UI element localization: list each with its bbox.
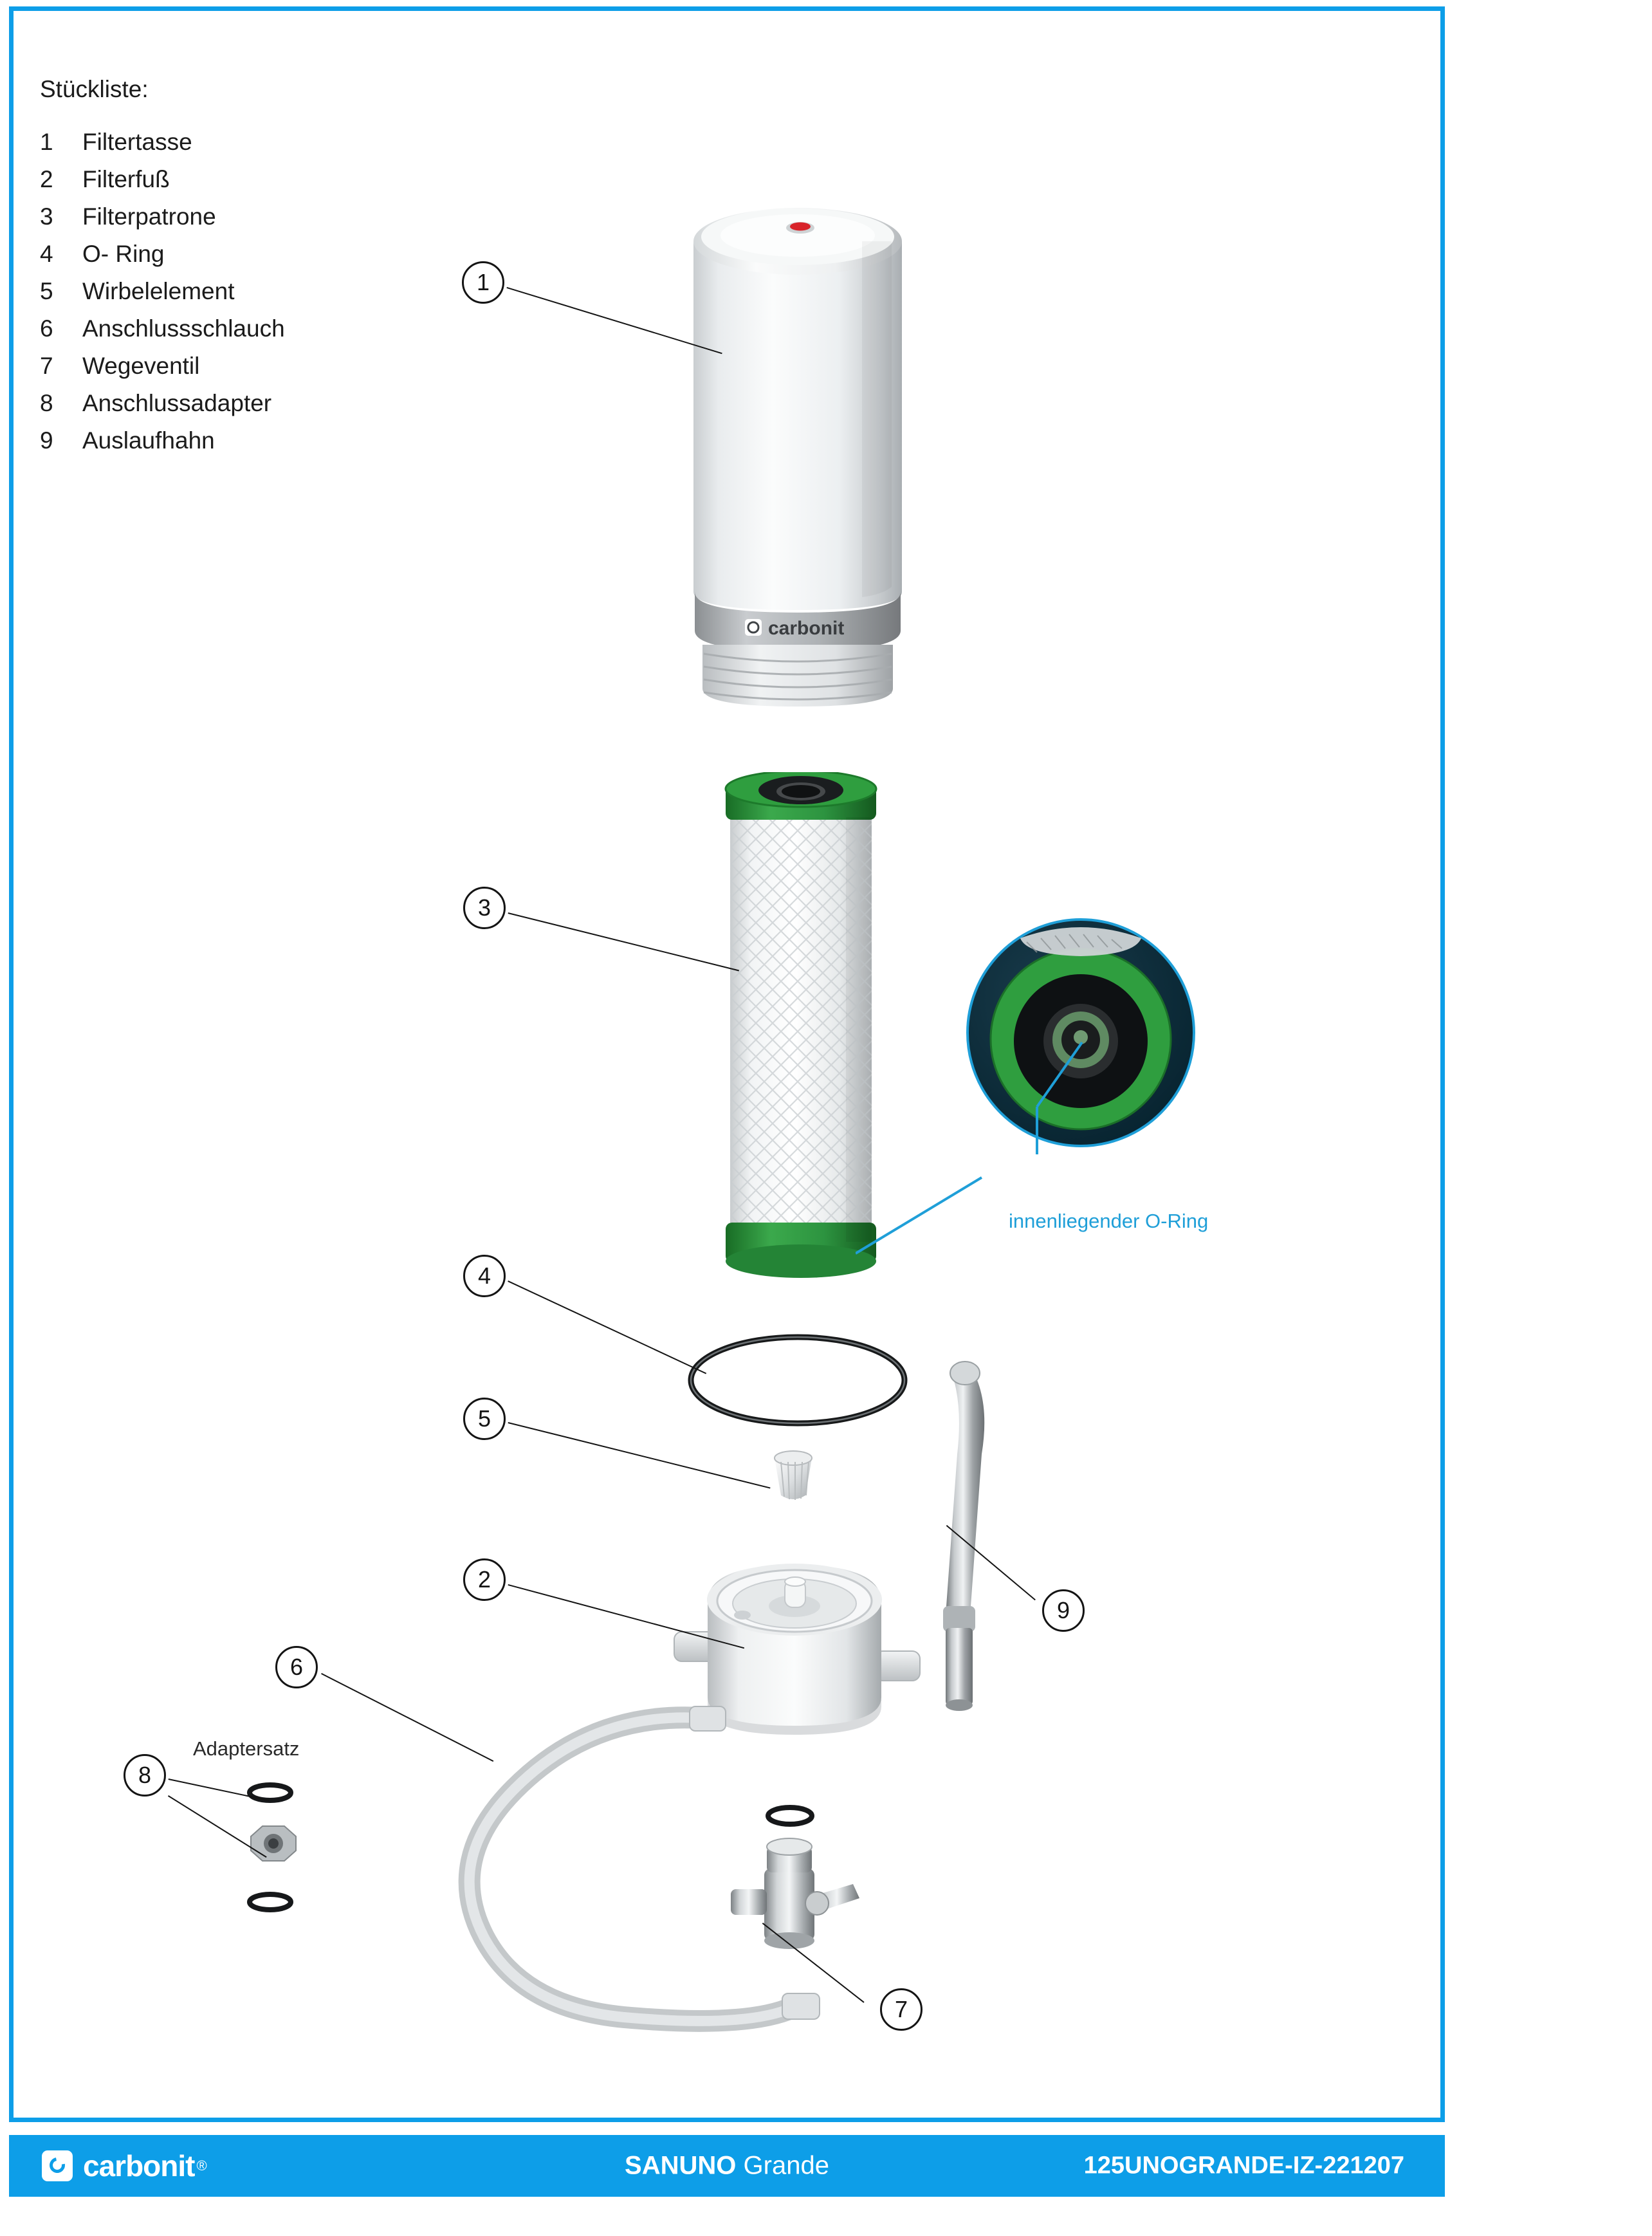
- footer-logo: carbonit ®: [42, 2148, 207, 2183]
- filter-base-illustration: [674, 1564, 921, 1735]
- part-label: Filterpatrone: [82, 203, 216, 230]
- part-label: Anschlussadapter: [82, 390, 272, 416]
- part-label: Auslaufhahn: [82, 427, 215, 454]
- part-label: Filterfuß: [82, 166, 170, 192]
- callout-4[interactable]: 4: [463, 1255, 506, 1297]
- part-number: 1: [40, 129, 53, 155]
- list-item: 9 Auslaufhahn: [40, 429, 439, 452]
- callout-8[interactable]: 8: [124, 1754, 166, 1797]
- part-label: Filtertasse: [82, 129, 192, 155]
- part-number: 6: [40, 315, 53, 342]
- callout-2[interactable]: 2: [463, 1558, 506, 1601]
- callout-6[interactable]: 6: [275, 1646, 318, 1688]
- list-item: 4 O- Ring: [40, 242, 439, 266]
- part-label: O- Ring: [82, 241, 165, 267]
- part-label: Wirbelelement: [82, 278, 235, 304]
- footer-model-name: SANUNO Grande: [625, 2152, 829, 2181]
- oring-note-label: innenliegender O-Ring: [1009, 1210, 1209, 1232]
- part-number: 2: [40, 166, 53, 192]
- parts-list-title: Stückliste:: [40, 76, 149, 102]
- part-label: Wegeventil: [82, 353, 200, 379]
- detail-connector-line: [856, 1176, 983, 1255]
- carbonit-logo-icon: [42, 2150, 73, 2181]
- swirl-element-illustration: [774, 1450, 812, 1500]
- list-item: 1 Filtertasse: [40, 130, 439, 154]
- callout-9[interactable]: 9: [1042, 1589, 1085, 1632]
- list-item: 2 Filterfuß: [40, 167, 439, 191]
- adapter-set-label: Adaptersatz: [193, 1737, 300, 1760]
- callout-5[interactable]: 5: [463, 1398, 506, 1440]
- o-ring-illustration: [688, 1334, 908, 1427]
- list-item: 3 Filterpatrone: [40, 205, 439, 228]
- list-item: 8 Anschlussadapter: [40, 391, 439, 415]
- callout-3[interactable]: 3: [463, 887, 506, 929]
- oring-detail-illustration: [966, 918, 1195, 1154]
- part-number: 8: [40, 390, 53, 416]
- part-number: 4: [40, 241, 53, 267]
- filter-cartridge-illustration: [724, 772, 877, 1278]
- part-number: 5: [40, 278, 53, 304]
- list-item: 7 Wegeventil: [40, 354, 439, 378]
- parts-list: Stückliste: 1 Filtertasse 2 Filterfuß 3 …: [40, 76, 439, 466]
- faucet-illustration: [943, 1361, 985, 1711]
- filter-housing-illustration: carbonit: [693, 208, 902, 707]
- footer-model-bold: SANUNO: [625, 2151, 737, 2180]
- svg-text:carbonit: carbonit: [768, 618, 844, 639]
- list-item: 5 Wirbelelement: [40, 279, 439, 303]
- footer-bar: carbonit ® SANUNO Grande 125UNOGRANDE-IZ…: [9, 2135, 1445, 2197]
- connection-hose-illustration: [458, 1706, 820, 2032]
- list-item: 6 Anschlussschlauch: [40, 317, 439, 340]
- footer-model-light: Grande: [743, 2151, 829, 2180]
- adapter-set-illustration: [247, 1782, 297, 1912]
- footer-brand-registered: ®: [196, 2157, 207, 2174]
- part-number: 9: [40, 427, 53, 454]
- part-number: 7: [40, 353, 53, 379]
- callout-1[interactable]: 1: [462, 261, 504, 304]
- part-label: Anschlussschlauch: [82, 315, 285, 342]
- callout-7[interactable]: 7: [880, 1988, 922, 2031]
- footer-brand-text: carbonit: [83, 2149, 195, 2183]
- part-number: 3: [40, 203, 53, 230]
- footer-document-code: 125UNOGRANDE-IZ-221207: [1083, 2152, 1404, 2179]
- diverter-valve-illustration: [731, 1805, 859, 1949]
